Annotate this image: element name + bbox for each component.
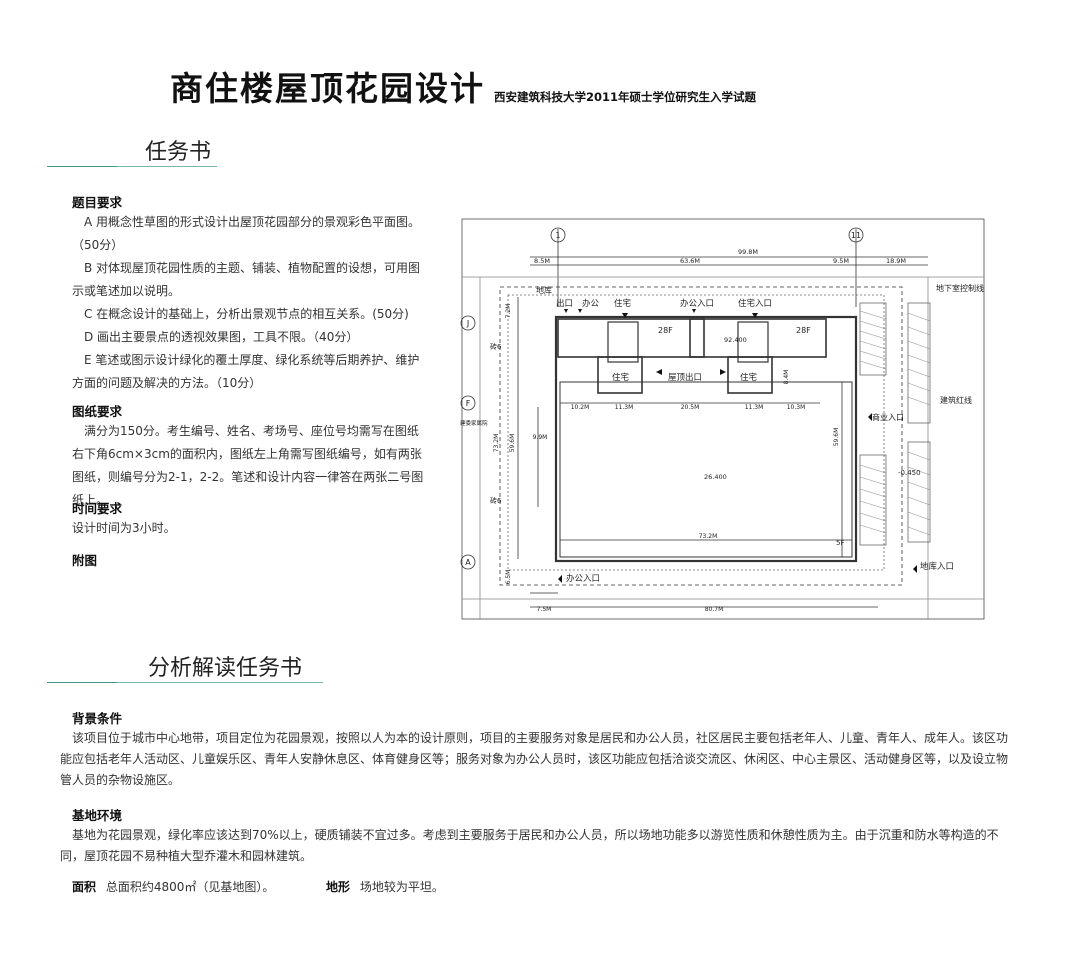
dim-63-6: 63.6M <box>680 257 700 265</box>
label-house-left: 住宅 <box>612 372 629 383</box>
arrow-icon <box>692 309 696 313</box>
arrow-icon <box>868 413 872 421</box>
dim-10-3: 10.3M <box>787 404 806 411</box>
plan-frame <box>461 218 985 620</box>
arrow-icon <box>752 313 758 318</box>
topic-heading: 题目要求 <box>72 195 123 210</box>
dim-8-4: 8.4M <box>783 370 790 385</box>
label-elev-roof: 92.400 <box>724 336 747 344</box>
site-text: 基地为花园景观，绿化率应该达到70%以上，硬质铺装不宜过多。考虑到主要服务于居民… <box>60 828 999 863</box>
label-redline: 建筑红线 <box>940 395 972 405</box>
label-office-entry: 办公入口 <box>680 298 714 309</box>
dim-59-6-r: 59.6M <box>833 428 840 447</box>
drawing-heading: 图纸要求 <box>72 404 123 419</box>
label-brick6-bottom: 砖6 <box>490 496 502 505</box>
page-title: 商住楼屋顶花园设计 <box>170 69 485 108</box>
topic-item-d: D 画出主要景点的透视效果图，工具不限。（40分） <box>84 330 359 344</box>
label-elev-center: 26.400 <box>704 473 727 481</box>
label-house-top: 住宅 <box>614 298 631 309</box>
dim-9-9: 9.9M <box>533 434 548 441</box>
arrow-icon <box>558 575 562 583</box>
dim-59-6: 59.6M <box>509 434 516 453</box>
attached-heading: 附图 <box>72 553 98 568</box>
dim-73-2-h: 73.2M <box>699 533 718 540</box>
dim-10-2: 10.2M <box>571 404 590 411</box>
label-underground-line: 地下室控制线 <box>936 283 984 293</box>
drawing-text: 满分为150分。考生编号、姓名、考场号、座位号均需写在图纸右下角6cm×3cm的… <box>72 424 424 507</box>
arrow-icon <box>622 313 628 318</box>
page-subtitle: 西安建筑科技大学2011年硕士学位研究生入学试题 <box>494 90 757 104</box>
area-label: 面积 <box>72 880 97 894</box>
axis-circle-a <box>460 554 476 570</box>
topic-item-b: B 对体现屋顶花园性质的主题、铺装、植物配置的设想，可用图示或笔述加以说明。 <box>72 261 421 298</box>
dim-6-5: 6.5M <box>505 570 512 585</box>
dim-80-7: 80.7M <box>705 606 724 613</box>
parking-hatch <box>859 302 931 546</box>
axis-circle-1 <box>550 227 566 243</box>
terrain-label: 地形 <box>326 880 351 894</box>
label-5f: 5F <box>836 539 844 547</box>
label-28f-right: 28F <box>796 326 811 335</box>
task-section-rule <box>47 166 217 167</box>
dim-8-5: 8.5M <box>534 257 550 265</box>
dim-11-3b: 11.3M <box>745 404 764 411</box>
axis-label-f: F <box>466 399 471 408</box>
arrow-icon <box>720 369 726 375</box>
topic-item-e: E 笔述或图示设计绿化的覆土厚度、绿化系统等后期养护、维护方面的问题及解决的方法… <box>72 353 420 390</box>
label-elev-neg: -0.450 <box>898 469 921 477</box>
arrow-icon <box>564 309 568 313</box>
axis-label-11: 11 <box>851 231 861 240</box>
dim-7-2: 7.2M <box>505 304 512 319</box>
topic-item-c: C 在概念设计的基础上，分析出景观节点的相互关系。(50分) <box>84 307 409 321</box>
tower-right <box>689 318 827 358</box>
axis-circle-f <box>460 395 476 411</box>
label-roof-exit: 屋顶出口 <box>668 372 702 383</box>
dim-20-5: 20.5M <box>681 404 700 411</box>
dim-73-2-v: 73.2M <box>493 434 500 453</box>
dim-11-3a: 11.3M <box>615 404 634 411</box>
dim-9-5: 9.5M <box>833 257 849 265</box>
terrain-row: 地形 场地较为平坦。 <box>326 878 444 895</box>
time-text: 设计时间为3小时。 <box>72 521 176 535</box>
axis-circle-j <box>460 315 476 331</box>
label-office-entry-bottom: 办公入口 <box>566 573 600 584</box>
axis-label-1: 1 <box>555 231 560 240</box>
analysis-section-rule <box>47 682 323 683</box>
label-house-right: 住宅 <box>740 372 757 383</box>
label-28f-left: 28F <box>658 326 673 335</box>
label-neighbor: 建委家属院 <box>460 419 488 427</box>
task-section-title: 任务书 <box>145 140 212 165</box>
site-heading: 基地环境 <box>72 808 123 823</box>
tower-left <box>557 318 705 358</box>
area-row: 面积 总面积约4800㎡（见基地图）。 <box>72 878 274 895</box>
dim-18-9: 18.9M <box>886 257 906 265</box>
axis-label-a: A <box>465 558 471 567</box>
time-heading: 时间要求 <box>72 501 123 516</box>
site-plan-drawing: 1 11 J F A 99.8M 8.5M 63.6M 9.5M 18.9M 7… <box>460 218 985 620</box>
background-heading: 背景条件 <box>72 711 123 726</box>
dim-7-5: 7.5M <box>537 606 552 613</box>
arrow-icon <box>578 309 582 313</box>
background-text: 该项目位于城市中心地带，项目定位为花园景观，按照以人为本的设计原则，项目的主要服… <box>60 731 1009 787</box>
dim-total-top: 99.8M <box>738 248 758 256</box>
axis-circle-11 <box>848 227 864 243</box>
label-office: 办公 <box>582 298 600 309</box>
analysis-section-title: 分析解读任务书 <box>148 656 303 681</box>
label-commercial-entry: 商业入口 <box>872 412 904 422</box>
terrain-value: 场地较为平坦。 <box>359 880 444 894</box>
label-house-entry: 住宅入口 <box>738 298 772 309</box>
topic-list: A 用概念性草图的形式设计出屋顶花园部分的景观彩色平面图。（50分） B 对体现… <box>72 211 424 395</box>
roof-outline <box>554 315 858 563</box>
arrow-icon <box>656 369 662 375</box>
label-garage: 地库 <box>536 285 552 295</box>
label-garage-entry: 地库入口 <box>920 561 954 572</box>
area-value: 总面积约4800㎡（见基地图）。 <box>105 880 275 894</box>
topic-item-a: A 用概念性草图的形式设计出屋顶花园部分的景观彩色平面图。（50分） <box>72 215 421 252</box>
arrow-icon <box>913 565 917 573</box>
axis-label-j: J <box>466 319 469 328</box>
label-brick6-top: 砖6 <box>490 342 502 351</box>
label-exit: 出口 <box>556 298 573 309</box>
